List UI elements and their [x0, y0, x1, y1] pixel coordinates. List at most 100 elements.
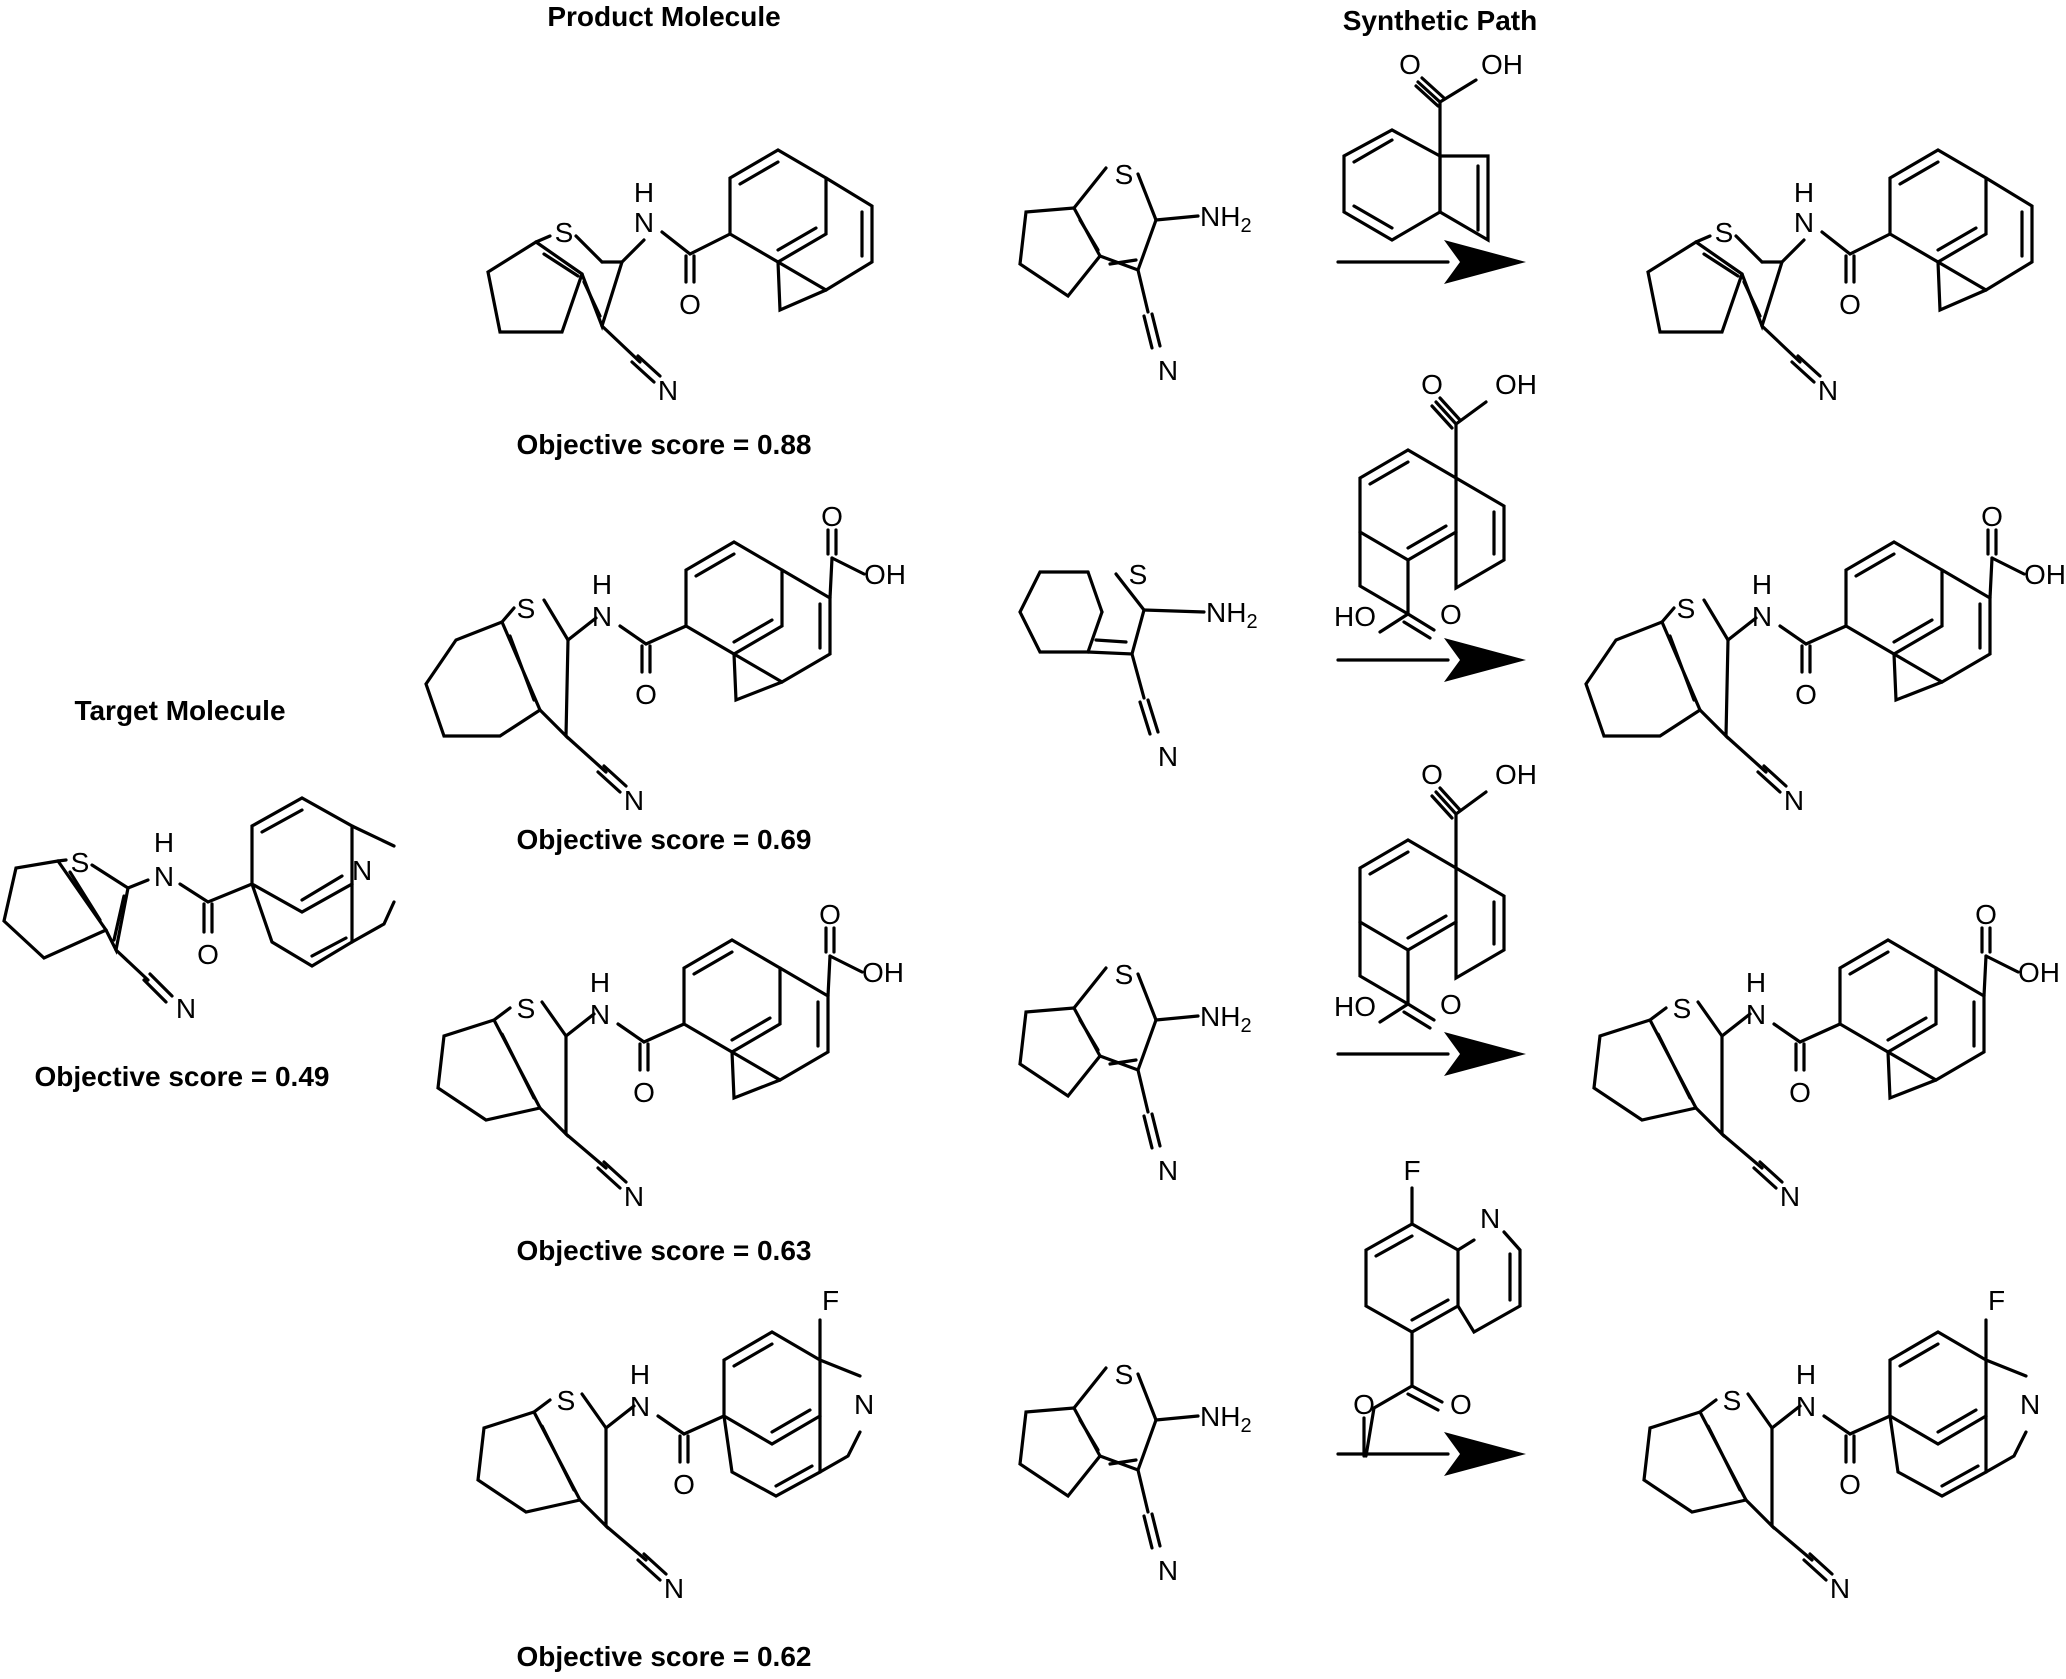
row3-diacid: O OH HO O	[1334, 759, 1537, 1030]
synthetic-path-header: Synthetic Path	[1343, 5, 1537, 36]
target-score: Objective score = 0.49	[35, 1061, 330, 1092]
atom-h: H	[592, 569, 612, 600]
atom-s: S	[1115, 959, 1134, 990]
atom-h: H	[1752, 569, 1772, 600]
row3-path-product: S N N H O O OH	[1592, 899, 2060, 1212]
atom-o: O	[1975, 899, 1997, 930]
atom-n: N	[2020, 1389, 2040, 1420]
atom-nh2: NH2	[1200, 1001, 1252, 1037]
atom-n: N	[590, 999, 610, 1030]
atom-s: S	[1677, 593, 1696, 624]
row2-product: S N N H O O OH	[424, 501, 906, 816]
atom-n: N	[1158, 355, 1178, 386]
atom-n: N	[1158, 741, 1178, 772]
atom-s: S	[517, 593, 536, 624]
target-molecule-header: Target Molecule	[74, 695, 285, 726]
atom-nh2: NH2	[1200, 1401, 1252, 1437]
atom-o: O	[1440, 599, 1462, 630]
row2-arrow	[1336, 638, 1526, 682]
atom-s: S	[557, 1385, 576, 1416]
atom-n: N	[1830, 1573, 1850, 1604]
atom-n: N	[634, 207, 654, 238]
atom-o: O	[673, 1469, 695, 1500]
row2-diacid: O OH HO O	[1334, 369, 1537, 640]
atom-oh: OH	[2018, 957, 2060, 988]
row4-amine: S NH2 N	[1018, 1359, 1252, 1586]
atom-n: N	[1480, 1203, 1500, 1234]
atom-oh: OH	[1495, 369, 1537, 400]
atom-o: O	[1440, 989, 1462, 1020]
row3-arrow	[1336, 1032, 1526, 1076]
atom-n: N	[352, 855, 372, 886]
atom-n: N	[1780, 1181, 1800, 1212]
atom-f: F	[1403, 1155, 1420, 1186]
row1-acid: O OH	[1342, 49, 1523, 243]
row3-score: Objective score = 0.63	[517, 1235, 812, 1266]
atom-o: O	[197, 939, 219, 970]
row4-arrow	[1336, 1432, 1526, 1476]
atom-o: O	[1981, 501, 2003, 532]
row1-product: S N N H O	[486, 148, 874, 406]
atom-o: O	[1450, 1389, 1472, 1420]
atom-o: O	[1789, 1077, 1811, 1108]
atom-f: F	[1988, 1285, 2005, 1316]
atom-o: O	[635, 679, 657, 710]
atom-h: H	[154, 827, 174, 858]
atom-nh2: NH2	[1200, 201, 1252, 237]
atom-oh: OH	[1481, 49, 1523, 80]
atom-s: S	[1723, 1385, 1742, 1416]
atom-oh: OH	[1495, 759, 1537, 790]
atom-s: S	[1673, 993, 1692, 1024]
atom-s: S	[1715, 217, 1734, 248]
atom-o: O	[1839, 289, 1861, 320]
atom-h: H	[1796, 1359, 1816, 1390]
row4-ester: F N O O	[1353, 1155, 1522, 1458]
atom-ho: HO	[1334, 991, 1376, 1022]
row4-score: Objective score = 0.62	[517, 1641, 812, 1672]
atom-o: O	[1421, 759, 1443, 790]
row1-path-product: S N N H O	[1646, 148, 2034, 406]
atom-o: O	[821, 501, 843, 532]
atom-n: N	[1752, 601, 1772, 632]
atom-n: N	[1746, 999, 1766, 1030]
atom-o: O	[1421, 369, 1443, 400]
row1-score: Objective score = 0.88	[517, 429, 812, 460]
atom-n: N	[1794, 207, 1814, 238]
atom-f: F	[822, 1285, 839, 1316]
atom-n: N	[624, 785, 644, 816]
atom-ho: HO	[1334, 601, 1376, 632]
product-molecule-header: Product Molecule	[547, 1, 780, 32]
target-molecule: S N N H O N	[2, 796, 396, 1024]
atom-oh: OH	[864, 559, 906, 590]
atom-n: N	[854, 1389, 874, 1420]
atom-h: H	[1746, 967, 1766, 998]
atom-oh: OH	[2024, 559, 2066, 590]
atom-n: N	[630, 1391, 650, 1422]
atom-s: S	[517, 993, 536, 1024]
atom-o: O	[679, 289, 701, 320]
atom-n: N	[176, 993, 196, 1024]
atom-o: O	[1353, 1389, 1375, 1420]
atom-h: H	[590, 967, 610, 998]
row1-arrow	[1336, 240, 1526, 284]
atom-n: N	[658, 375, 678, 406]
atom-n: N	[1796, 1391, 1816, 1422]
atom-s: S	[1129, 559, 1148, 590]
atom-o: O	[1399, 49, 1421, 80]
atom-n: N	[664, 1573, 684, 1604]
atom-o: O	[1839, 1469, 1861, 1500]
row2-path-product: S N N H O O OH	[1584, 501, 2066, 816]
row3-product: S N N H O O OH	[436, 899, 904, 1212]
atom-h: H	[1794, 177, 1814, 208]
atom-s: S	[71, 847, 90, 878]
atom-s: S	[555, 217, 574, 248]
row1-amine: S NH2 N	[1018, 159, 1252, 386]
atom-s: S	[1115, 159, 1134, 190]
atom-o: O	[1795, 679, 1817, 710]
atom-s: S	[1115, 1359, 1134, 1390]
atom-o: O	[819, 899, 841, 930]
row4-product: S N N H O F N	[476, 1285, 874, 1604]
atom-n: N	[624, 1181, 644, 1212]
atom-nh2: NH2	[1206, 597, 1258, 633]
